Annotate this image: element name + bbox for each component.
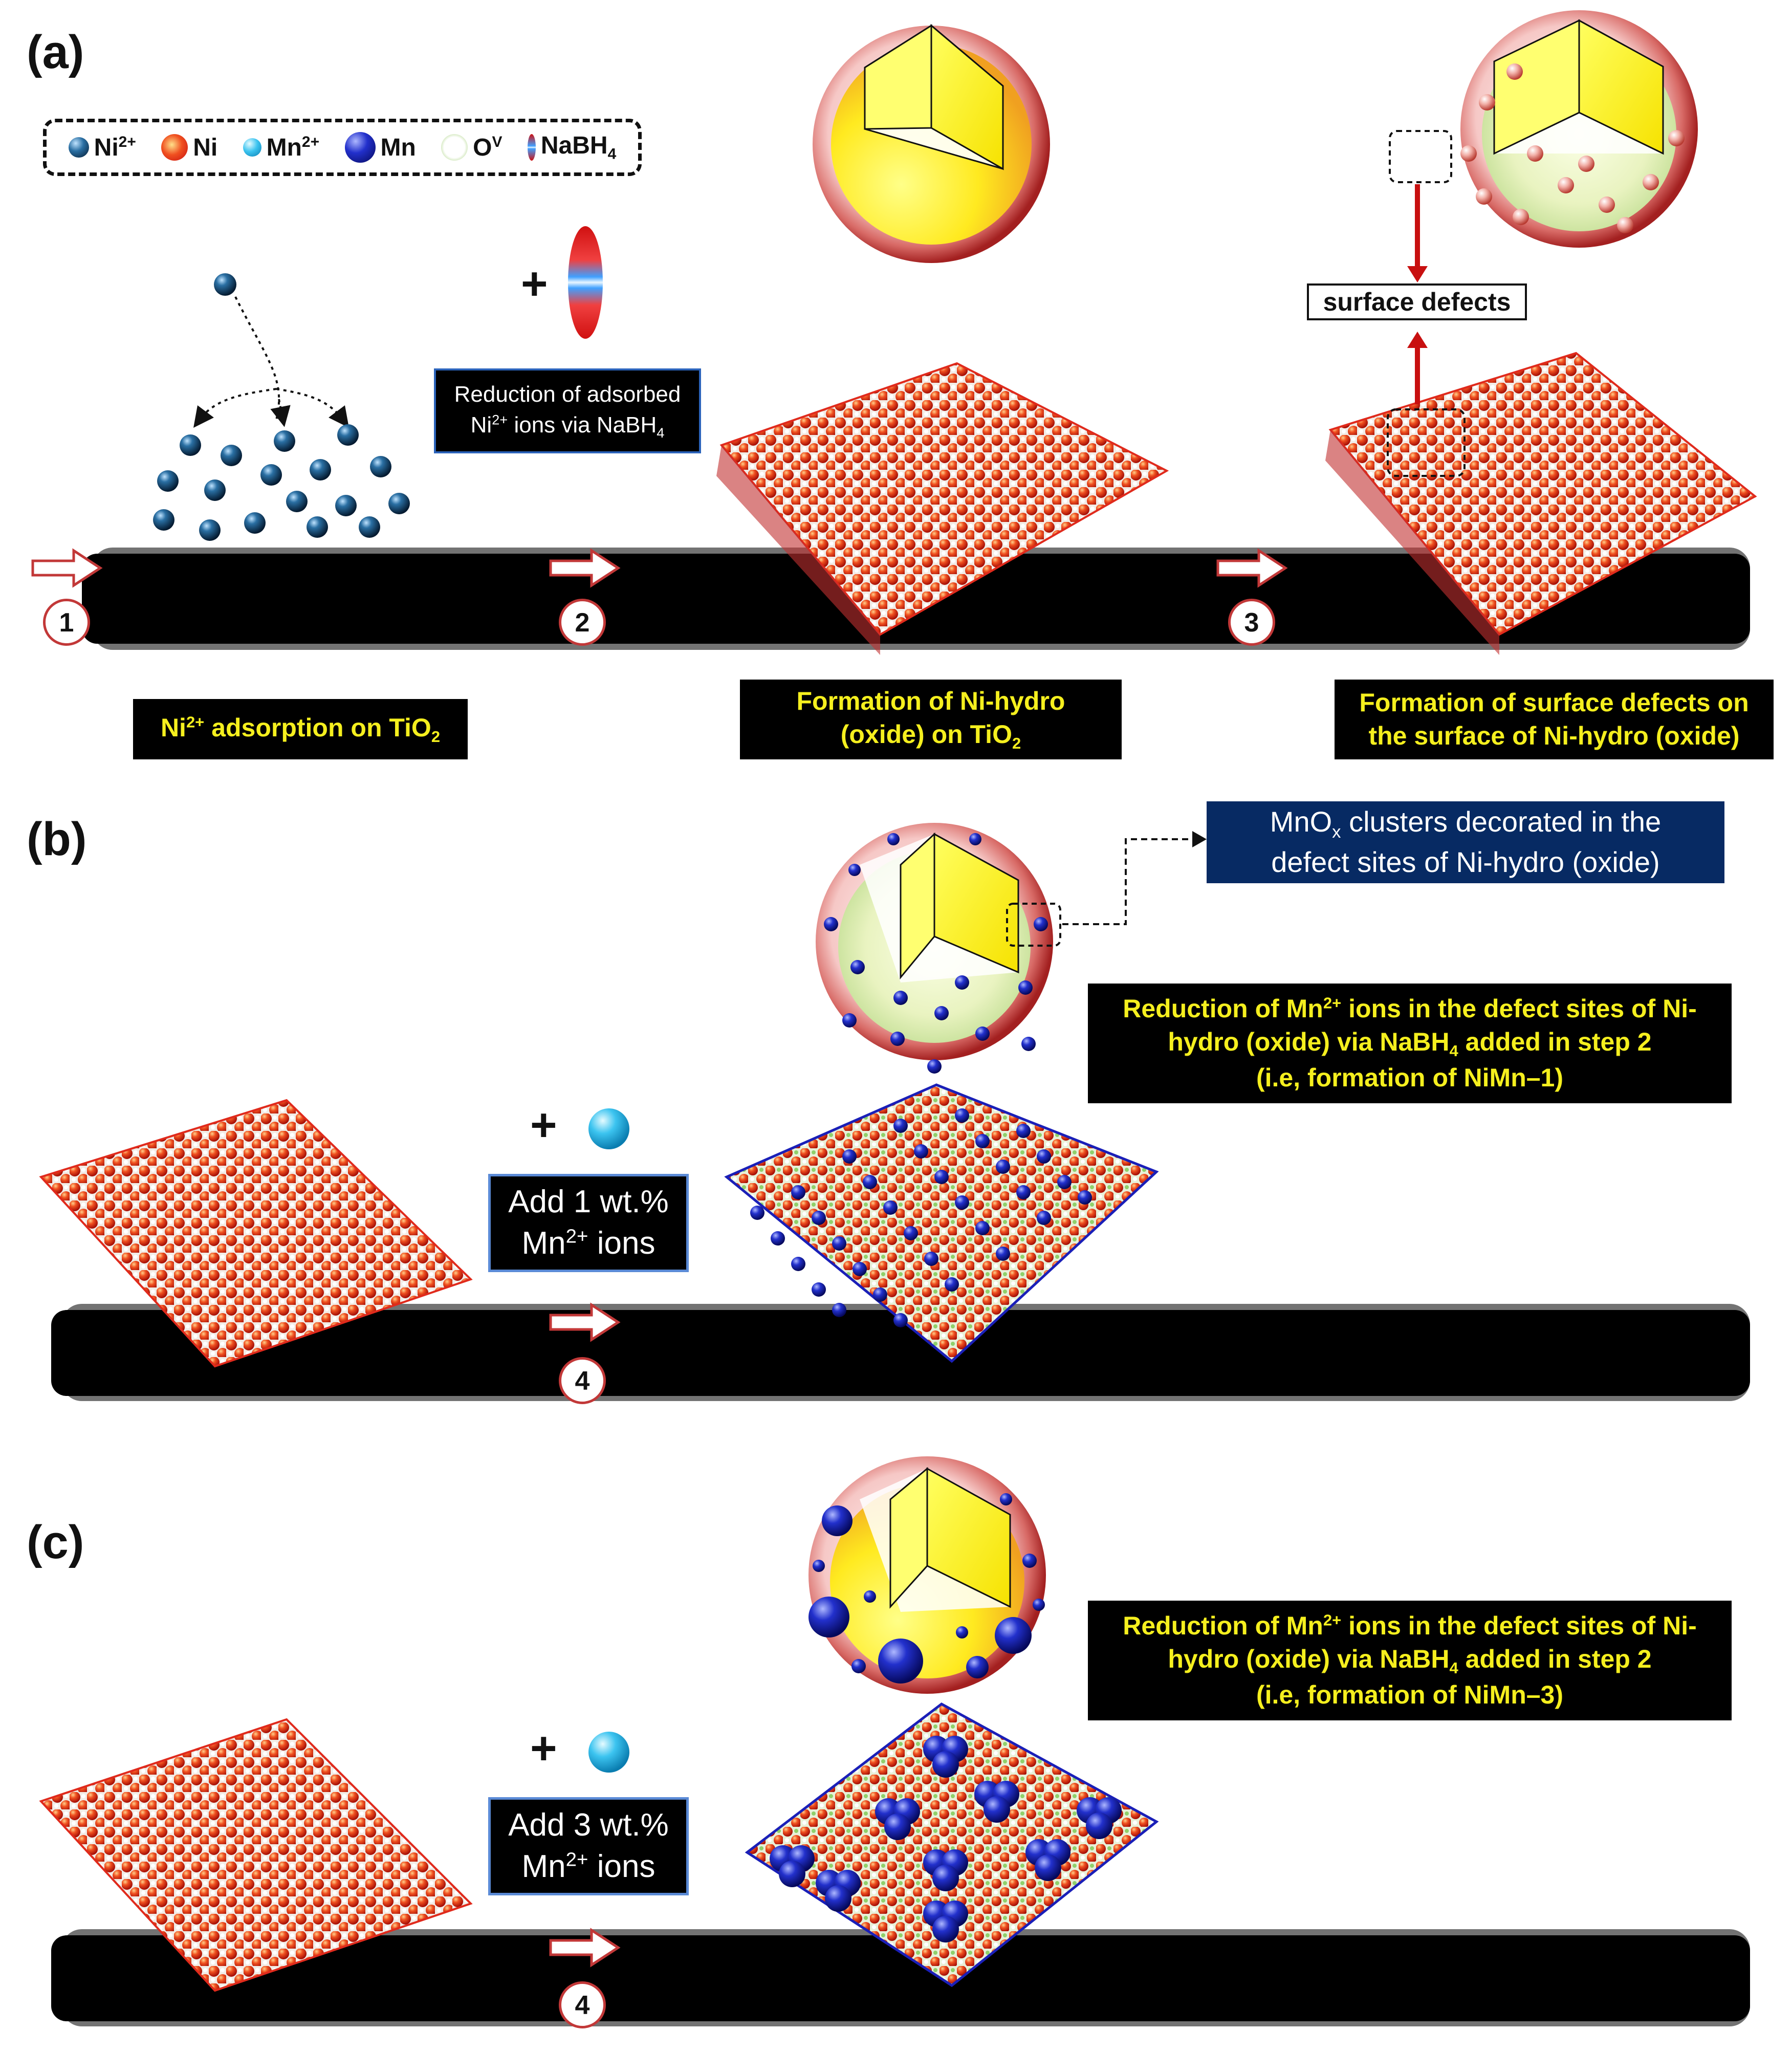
reduction-nabh4-box: Reduction of adsorbed Ni2+ ions via NaBH…	[434, 368, 701, 453]
mn2plus-sphere-icon	[243, 138, 261, 157]
step-number-3: 3	[1228, 599, 1275, 646]
legend-item-oxygen-vacancy: OV	[441, 134, 502, 162]
step-number-1: 1	[43, 599, 90, 646]
mn-dopant-rows-b	[750, 1108, 1092, 1327]
plus-sign-c: +	[530, 1723, 557, 1774]
caption-mn-reduction-nimn1: Reduction of Mn2+ ions in the defect sit…	[1088, 984, 1732, 1103]
oxygen-vacancy-icon	[441, 134, 468, 161]
mn-clusters-c	[770, 1736, 1122, 1942]
panel-label-b: (b)	[27, 813, 87, 865]
ni-hydro-oxide-sphere-a2	[813, 24, 1050, 263]
tio2-support-bar-b	[51, 1304, 1750, 1401]
step-arrow-3	[1216, 548, 1288, 588]
step-number-4-b: 4	[559, 1357, 606, 1404]
ni-hydro-oxide-lattice-a2	[716, 362, 1169, 655]
panel-label-c: (c)	[27, 1516, 84, 1568]
nabh4-ellipse-icon	[527, 134, 536, 161]
legend-item-mn: Mn	[344, 132, 416, 163]
add-1wt-mn-box: Add 1 wt.% Mn2+ ions	[488, 1174, 689, 1272]
mnox-clusters-callout: MnOx clusters decorated in the defect si…	[1207, 801, 1724, 883]
step-number-2: 2	[559, 599, 606, 646]
plus-sign-a: +	[521, 258, 548, 310]
ni-sphere-icon	[161, 134, 188, 161]
legend: Ni2+ Ni Mn2+ Mn OV NaBH4	[43, 119, 642, 176]
mnox-clusters-b	[824, 833, 1048, 1074]
ni-hydro-oxide-lattice-b	[39, 1099, 473, 1368]
mnox-callout-arrow	[1062, 831, 1207, 925]
surface-defects-arrows	[1407, 184, 1428, 404]
step-number-4-c: 4	[559, 1981, 606, 2028]
mn-large-clusters-sphere-c	[808, 1493, 1045, 1684]
legend-item-ni: Ni	[161, 134, 217, 162]
ni2-ion-dropping	[193, 273, 349, 428]
surface-defects-label: surface defects	[1307, 283, 1527, 320]
step-arrow-4-c	[549, 1928, 621, 1968]
ni-hydro-oxide-lattice-defective-a3	[1325, 352, 1757, 655]
nimn3-sphere-c	[808, 1456, 1046, 1694]
mn2plus-ion-b	[588, 1108, 629, 1149]
caption-ni2-adsorption: Ni2+ adsorption on TiO2	[133, 699, 468, 759]
step-arrow-1	[31, 548, 103, 588]
mn2plus-ion-c	[588, 1732, 629, 1773]
defective-sphere-a3	[1389, 10, 1698, 248]
caption-mn-reduction-nimn3: Reduction of Mn2+ ions in the defect sit…	[1088, 1601, 1732, 1720]
tio2-support-bar-c	[51, 1929, 1750, 2026]
surface-defect-pits	[1460, 63, 1685, 233]
legend-item-ni2plus: Ni2+	[68, 134, 136, 162]
ni2plus-sphere-icon	[68, 137, 89, 158]
nimn1-lattice-b	[724, 1083, 1159, 1363]
nimn1-sphere-b	[816, 823, 1061, 1074]
panel-label-a: (a)	[27, 26, 84, 78]
legend-item-mn2plus: Mn2+	[243, 134, 319, 162]
adsorbed-ni2-ions	[153, 424, 410, 541]
nimn3-lattice-c	[745, 1702, 1159, 1988]
mn-sphere-icon	[344, 132, 376, 163]
add-3wt-mn-box: Add 3 wt.% Mn2+ ions	[488, 1797, 689, 1895]
plus-sign-b: +	[530, 1100, 557, 1151]
caption-surface-defects-formation: Formation of surface defects on the surf…	[1335, 680, 1774, 759]
ni-hydro-oxide-lattice-c	[39, 1718, 473, 1992]
caption-ni-hydro-oxide-formation: Formation of Ni-hydro (oxide) on TiO2	[740, 680, 1122, 759]
step-arrow-2	[549, 548, 621, 588]
legend-item-nabh4: NaBH4	[527, 132, 616, 163]
nabh4-reductant	[568, 226, 603, 339]
step-arrow-4-b	[549, 1302, 621, 1342]
